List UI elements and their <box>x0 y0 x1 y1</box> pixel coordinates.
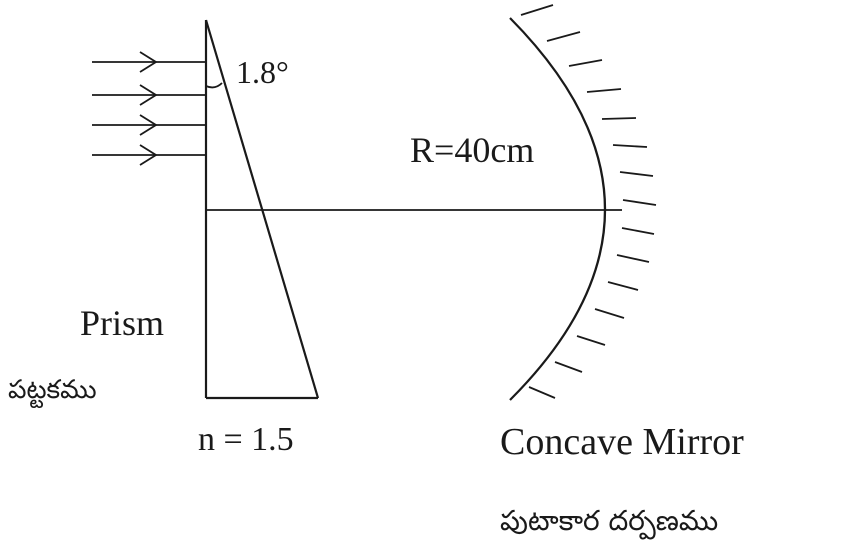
radius-label: R=40cm <box>410 130 534 170</box>
ray-1-arrow <box>139 51 158 73</box>
mirror-label: Concave Mirror <box>500 421 744 463</box>
prism-hypotenuse <box>204 19 320 399</box>
ray-2-arrow <box>139 84 158 106</box>
refractive-index-label: n = 1.5 <box>198 421 294 458</box>
mirror-hatching <box>520 4 657 399</box>
concave-mirror <box>509 4 657 401</box>
mirror-label-telugu: పుటాకార దర్పణము <box>500 504 718 540</box>
prism <box>204 19 320 400</box>
prism-angle-arc <box>205 82 223 89</box>
prism-label-telugu: పట్టకము <box>8 375 97 409</box>
mirror-arc <box>509 17 606 401</box>
prism-angle-label: 1.8° <box>236 54 289 90</box>
ray-4-arrow <box>139 144 158 166</box>
prism-label: Prism <box>80 303 164 343</box>
incident-rays <box>92 51 205 166</box>
ray-3-arrow <box>139 114 158 136</box>
